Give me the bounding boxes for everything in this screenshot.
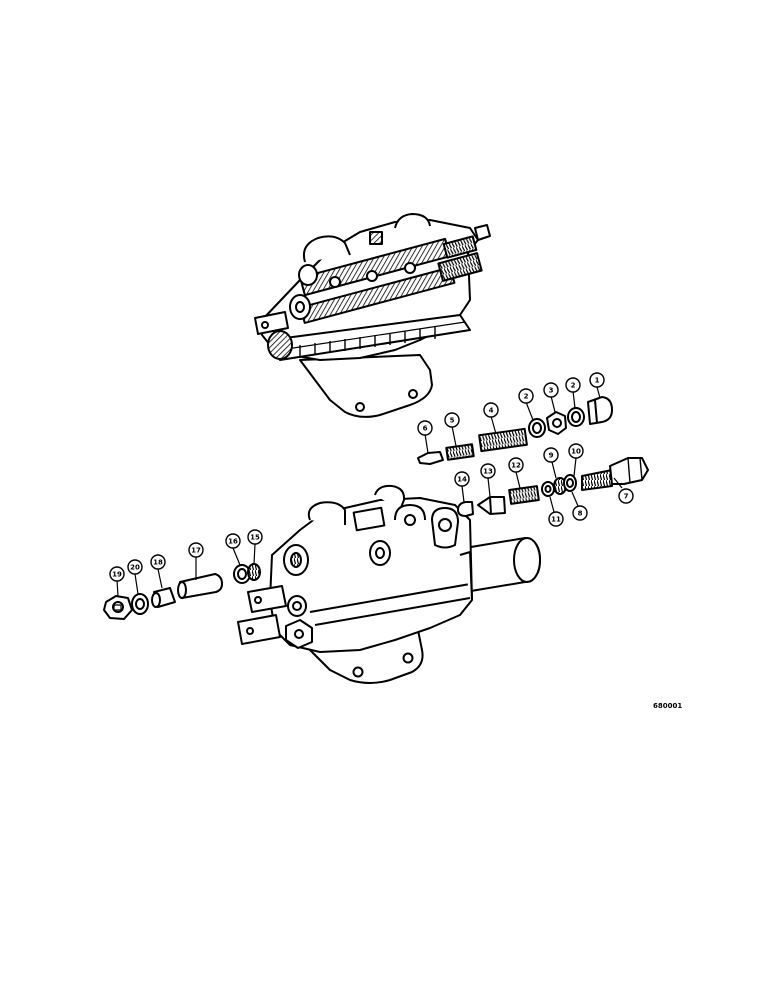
pin-part <box>417 451 444 465</box>
callout-circle <box>572 505 588 521</box>
parts-row-top <box>417 396 613 465</box>
callout-c1: 1 <box>589 372 605 388</box>
callout-circle <box>127 559 143 575</box>
callout-circle <box>417 420 433 436</box>
callout-label: 9 <box>549 452 554 460</box>
callout-circle <box>454 471 470 487</box>
callout-label: 2 <box>524 393 529 401</box>
long-spring-part <box>478 427 528 453</box>
callout-circle <box>518 388 534 404</box>
callout-label: 19 <box>112 571 122 579</box>
callout-c14: 14 <box>454 471 470 487</box>
parts-row-left <box>103 563 261 620</box>
callout-label: 10 <box>571 448 581 456</box>
callout-label: 12 <box>511 462 521 470</box>
callout-c19: 19 <box>109 566 125 582</box>
cutaway-valve-assembly <box>254 213 491 418</box>
callout-c4: 4 <box>483 402 499 418</box>
callout-c11: 11 <box>548 511 564 527</box>
callout-label: 15 <box>250 534 260 542</box>
callout-circle <box>568 443 584 459</box>
callout-circle <box>589 372 605 388</box>
parts-row-middle <box>457 457 649 517</box>
callout-c8: 8 <box>572 505 588 521</box>
valve-body <box>237 484 541 684</box>
callout-circle <box>483 402 499 418</box>
callout-circle <box>150 554 166 570</box>
callout-circle <box>480 463 496 479</box>
small-spring-part <box>445 443 475 461</box>
callout-circle <box>565 377 581 393</box>
callout-c15: 15 <box>247 529 263 545</box>
callout-circle <box>548 511 564 527</box>
callout-label: 20 <box>130 564 140 572</box>
callout-label: 11 <box>551 516 561 524</box>
callout-c13: 13 <box>480 463 496 479</box>
callout-c5: 5 <box>444 412 460 428</box>
callout-c6: 6 <box>417 420 433 436</box>
callout-c12: 12 <box>508 457 524 473</box>
callout-circle <box>444 412 460 428</box>
drawing-reference-code: 680001 <box>653 702 682 710</box>
callout-circle <box>225 533 241 549</box>
callout-label: 3 <box>549 387 554 395</box>
callout-c16: 16 <box>225 533 241 549</box>
cap-nut-part <box>587 396 613 425</box>
callout-c18: 18 <box>150 554 166 570</box>
callout-label: 6 <box>423 425 428 433</box>
callout-label: 4 <box>489 407 494 415</box>
callout-circle <box>618 488 634 504</box>
callout-c2b: 2 <box>565 377 581 393</box>
callout-circle <box>543 447 559 463</box>
callout-c20: 20 <box>127 559 143 575</box>
callout-circle <box>543 382 559 398</box>
callout-c10: 10 <box>568 443 584 459</box>
callout-label: 2 <box>571 382 576 390</box>
callout-label: 5 <box>450 417 455 425</box>
leader-lines <box>116 386 623 597</box>
callout-circle <box>247 529 263 545</box>
callout-label: 1 <box>595 377 600 385</box>
callout-circle <box>508 457 524 473</box>
callout-c9: 9 <box>543 447 559 463</box>
callout-label: 16 <box>228 538 238 546</box>
callout-label: 17 <box>191 547 201 555</box>
callout-label: 14 <box>457 476 467 484</box>
callout-label: 7 <box>624 493 629 501</box>
callout-c2a: 2 <box>518 388 534 404</box>
callout-label: 18 <box>153 559 163 567</box>
callout-c7: 7 <box>618 488 634 504</box>
callout-label: 8 <box>578 510 583 518</box>
callout-c3: 3 <box>543 382 559 398</box>
callout-c17: 17 <box>188 542 204 558</box>
callout-circle <box>109 566 125 582</box>
callout-label: 13 <box>483 468 493 476</box>
callout-circle <box>188 542 204 558</box>
